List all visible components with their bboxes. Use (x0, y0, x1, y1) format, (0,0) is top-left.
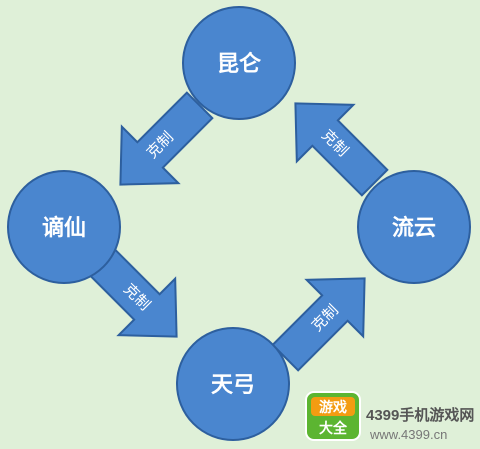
watermark-site: 4399手机游戏网 (366, 406, 474, 424)
node-label-kunlun: 昆仑 (217, 51, 262, 77)
arrow-zhexian-to-tiangong: 克制 (83, 243, 178, 338)
node-label-zhexian: 谪仙 (42, 215, 86, 241)
node-label-liuyun: 流云 (392, 215, 436, 241)
watermark-logo-line2: 大全 (319, 420, 348, 437)
watermark-logo-line1: 游戏 (319, 399, 347, 416)
node-tiangong: 天弓 (176, 327, 290, 441)
watermark-logo: 游戏 大全 (305, 391, 361, 441)
arrow-tiangong-to-liuyun: 克制 (271, 277, 366, 372)
node-zhexian: 谪仙 (7, 170, 121, 284)
arrow-kunlun-to-zhexian: 克制 (119, 91, 214, 186)
node-liuyun: 流云 (357, 170, 471, 284)
watermark: 游戏 大全 4399手机游戏网 www.4399.cn (305, 391, 474, 442)
arrow-liuyun-to-kunlun: 克制 (294, 102, 389, 197)
node-label-tiangong: 天弓 (211, 372, 255, 398)
node-kunlun: 昆仑 (182, 6, 296, 120)
watermark-url: www.4399.cn (369, 427, 447, 442)
